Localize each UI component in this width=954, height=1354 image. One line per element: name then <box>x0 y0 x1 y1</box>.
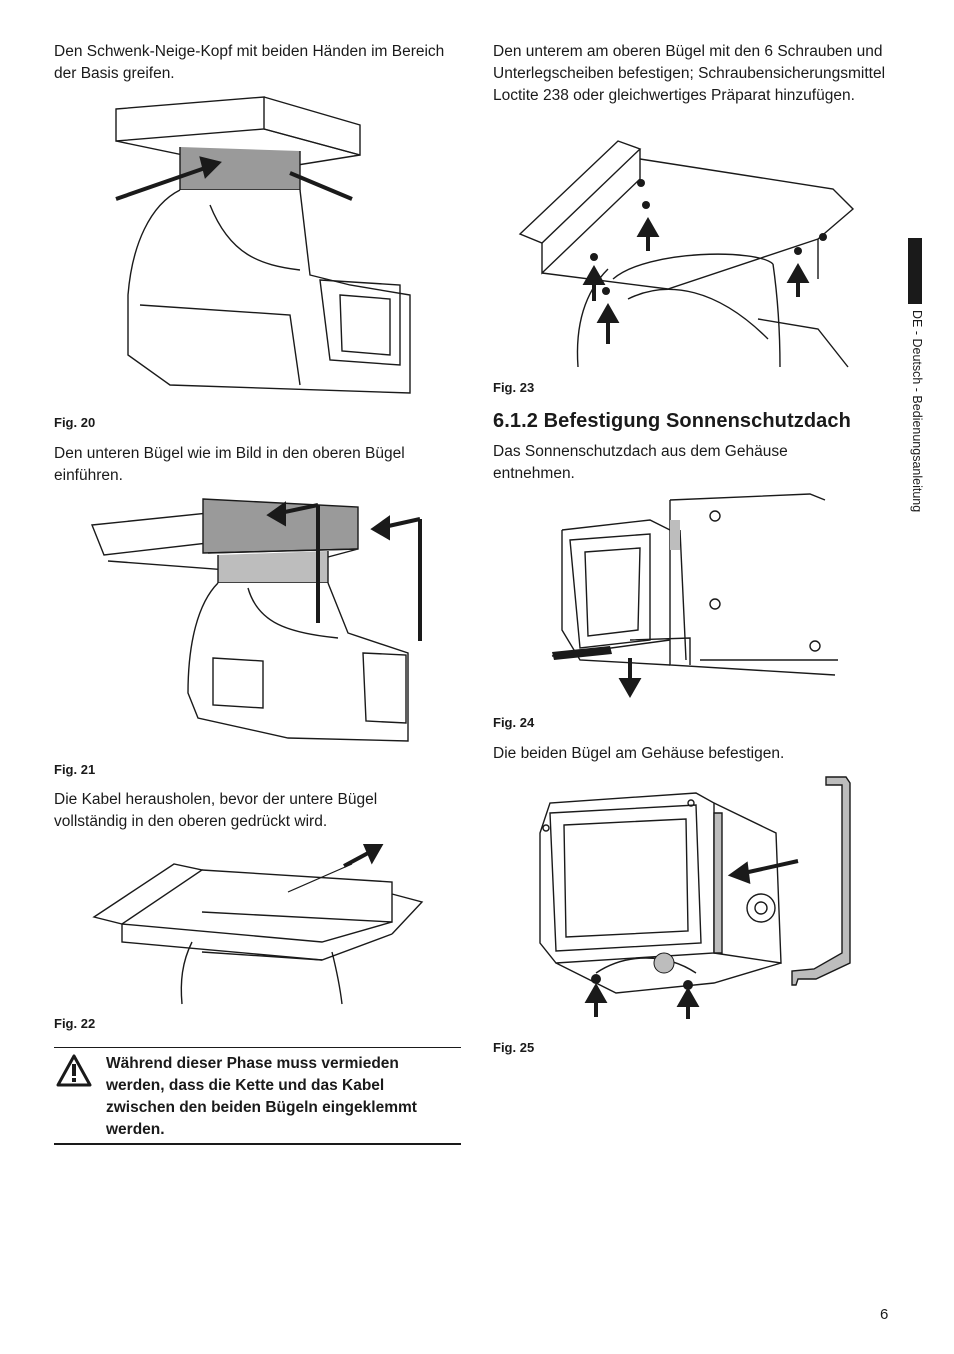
warning-triangle-icon <box>56 1054 92 1087</box>
figure-22-illustration <box>92 842 427 1007</box>
figure-20-illustration <box>110 95 420 400</box>
figure-24-caption: Fig. 24 <box>493 715 535 730</box>
instruction-text-1: Den Schwenk-Neige-Kopf mit beiden Händen… <box>54 43 445 82</box>
figure-24-illustration <box>550 490 842 700</box>
instruction-text-5: Das Sonnenschutzdach aus dem Gehäuse ent… <box>493 443 788 482</box>
figure-21-illustration <box>88 493 428 748</box>
section-heading: 6.1.2 Befestigung Sonnenschutzdach <box>493 410 851 432</box>
figure-22-caption: Fig. 22 <box>54 1016 96 1031</box>
side-tab-marker <box>908 238 922 304</box>
figure-21-caption: Fig. 21 <box>54 762 96 777</box>
warning-text: Während dieser Phase muss vermieden werd… <box>106 1055 417 1138</box>
instruction-text-2: Den unteren Bügel wie im Bild in den obe… <box>54 445 405 484</box>
figure-23-caption: Fig. 23 <box>493 380 535 395</box>
figure-23-illustration <box>518 139 858 369</box>
instruction-text-6: Die beiden Bügel am Gehäuse befestigen. <box>493 745 785 762</box>
figure-25-caption: Fig. 25 <box>493 1040 535 1055</box>
figure-25-illustration <box>536 773 866 1023</box>
figure-20-caption: Fig. 20 <box>54 415 96 430</box>
page-number: 6 <box>880 1306 889 1323</box>
side-tab-label: DE - Deutsch - Bedienungsanleitung <box>910 310 924 513</box>
instruction-text-3: Die Kabel herausholen, bevor der untere … <box>54 791 378 830</box>
instruction-text-4: Den unterem am oberen Bügel mit den 6 Sc… <box>493 43 886 104</box>
warning-box: Während dieser Phase muss vermieden werd… <box>54 1047 461 1145</box>
